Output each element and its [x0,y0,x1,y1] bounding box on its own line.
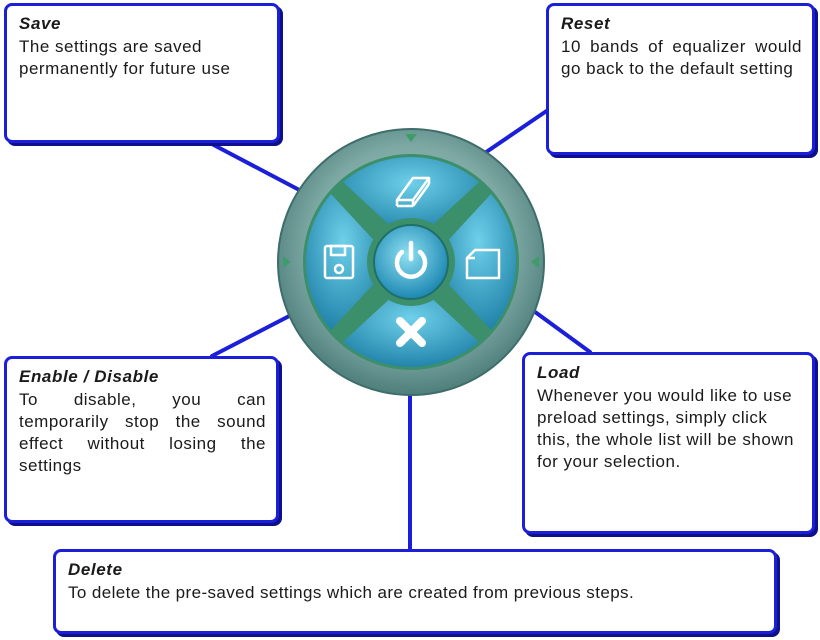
reset-callout: Reset 10 bands of equalizer would go bac… [546,3,815,155]
rim-marker-right [531,256,539,268]
enable-disable-callout: Enable / Disable To disable, you can tem… [4,356,279,523]
enable-disable-description: To disable, you can temporarily stop the… [19,390,266,475]
segment-right[interactable] [441,194,516,330]
reset-description: 10 bands of equalizer would go back to t… [561,37,802,78]
rim-marker-left [283,256,291,268]
save-description: The settings are saved permanently for f… [19,37,231,78]
power-button[interactable] [373,224,449,300]
rim-marker-top [405,134,417,142]
load-description: Whenever you would like to use preload s… [537,386,795,471]
floppy-disk-icon [323,244,355,280]
delete-title: Delete [68,560,123,579]
load-title: Load [537,363,581,382]
folder-icon [465,248,501,280]
save-title: Save [19,14,62,33]
cross-icon [396,317,426,347]
load-callout: Load Whenever you would like to use prel… [522,352,815,534]
save-callout: Save The settings are saved permanently … [4,3,280,143]
delete-description: To delete the pre-saved settings which a… [68,583,635,602]
segment-top[interactable] [343,157,479,232]
enable-disable-title: Enable / Disable [19,367,159,386]
control-dial [277,128,545,396]
power-icon [394,240,428,279]
eraser-icon [395,176,431,208]
reset-title: Reset [561,14,611,33]
delete-callout: Delete To delete the pre-saved settings … [53,549,777,634]
segment-left[interactable] [306,194,381,330]
